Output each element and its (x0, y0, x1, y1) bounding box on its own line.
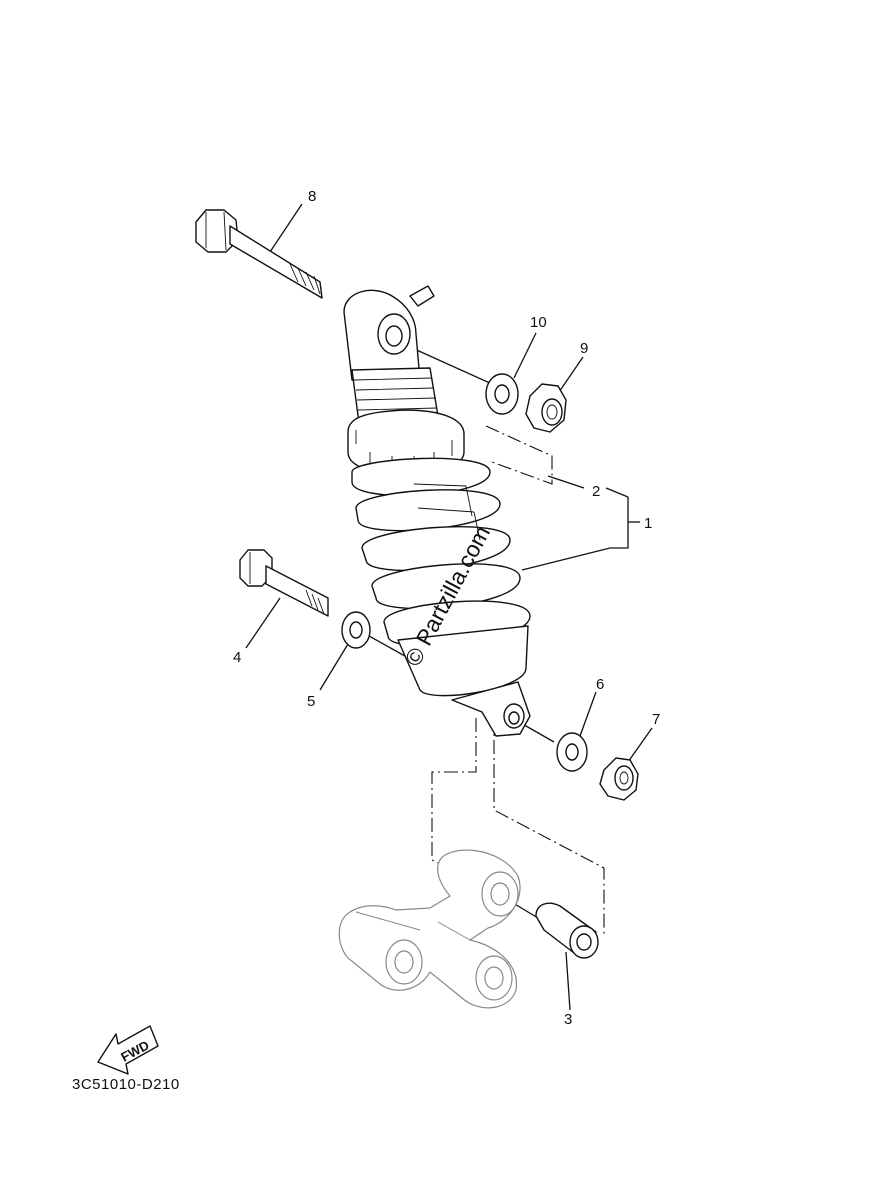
callout-10: 10 (530, 314, 547, 331)
callout-4: 4 (233, 649, 241, 666)
callout-9: 9 (580, 340, 588, 357)
washer-upper (485, 373, 519, 415)
relay-arm (338, 849, 521, 1009)
fwd-arrow-icon: FWD (97, 1025, 159, 1075)
washer-lower-left (341, 611, 371, 649)
washer-lower-right (556, 732, 588, 772)
callout-1: 1 (644, 515, 652, 532)
collar (535, 902, 599, 959)
callout-8: 8 (308, 188, 316, 205)
callout-2: 2 (592, 483, 600, 500)
bolt-lower (239, 549, 329, 617)
callout-5: 5 (307, 693, 315, 710)
part-code: 3C51010-D210 (72, 1076, 180, 1093)
callout-6: 6 (596, 676, 604, 693)
bolt-upper (195, 209, 323, 299)
callout-3: 3 (564, 1011, 572, 1028)
callout-7: 7 (652, 711, 660, 728)
nut-lower (599, 757, 639, 801)
nut-upper (525, 383, 567, 433)
shock-absorber (343, 285, 531, 737)
leader-lines (245, 203, 653, 1011)
callout-labels: 1 2 3 4 5 6 7 8 9 10 (233, 188, 660, 1028)
